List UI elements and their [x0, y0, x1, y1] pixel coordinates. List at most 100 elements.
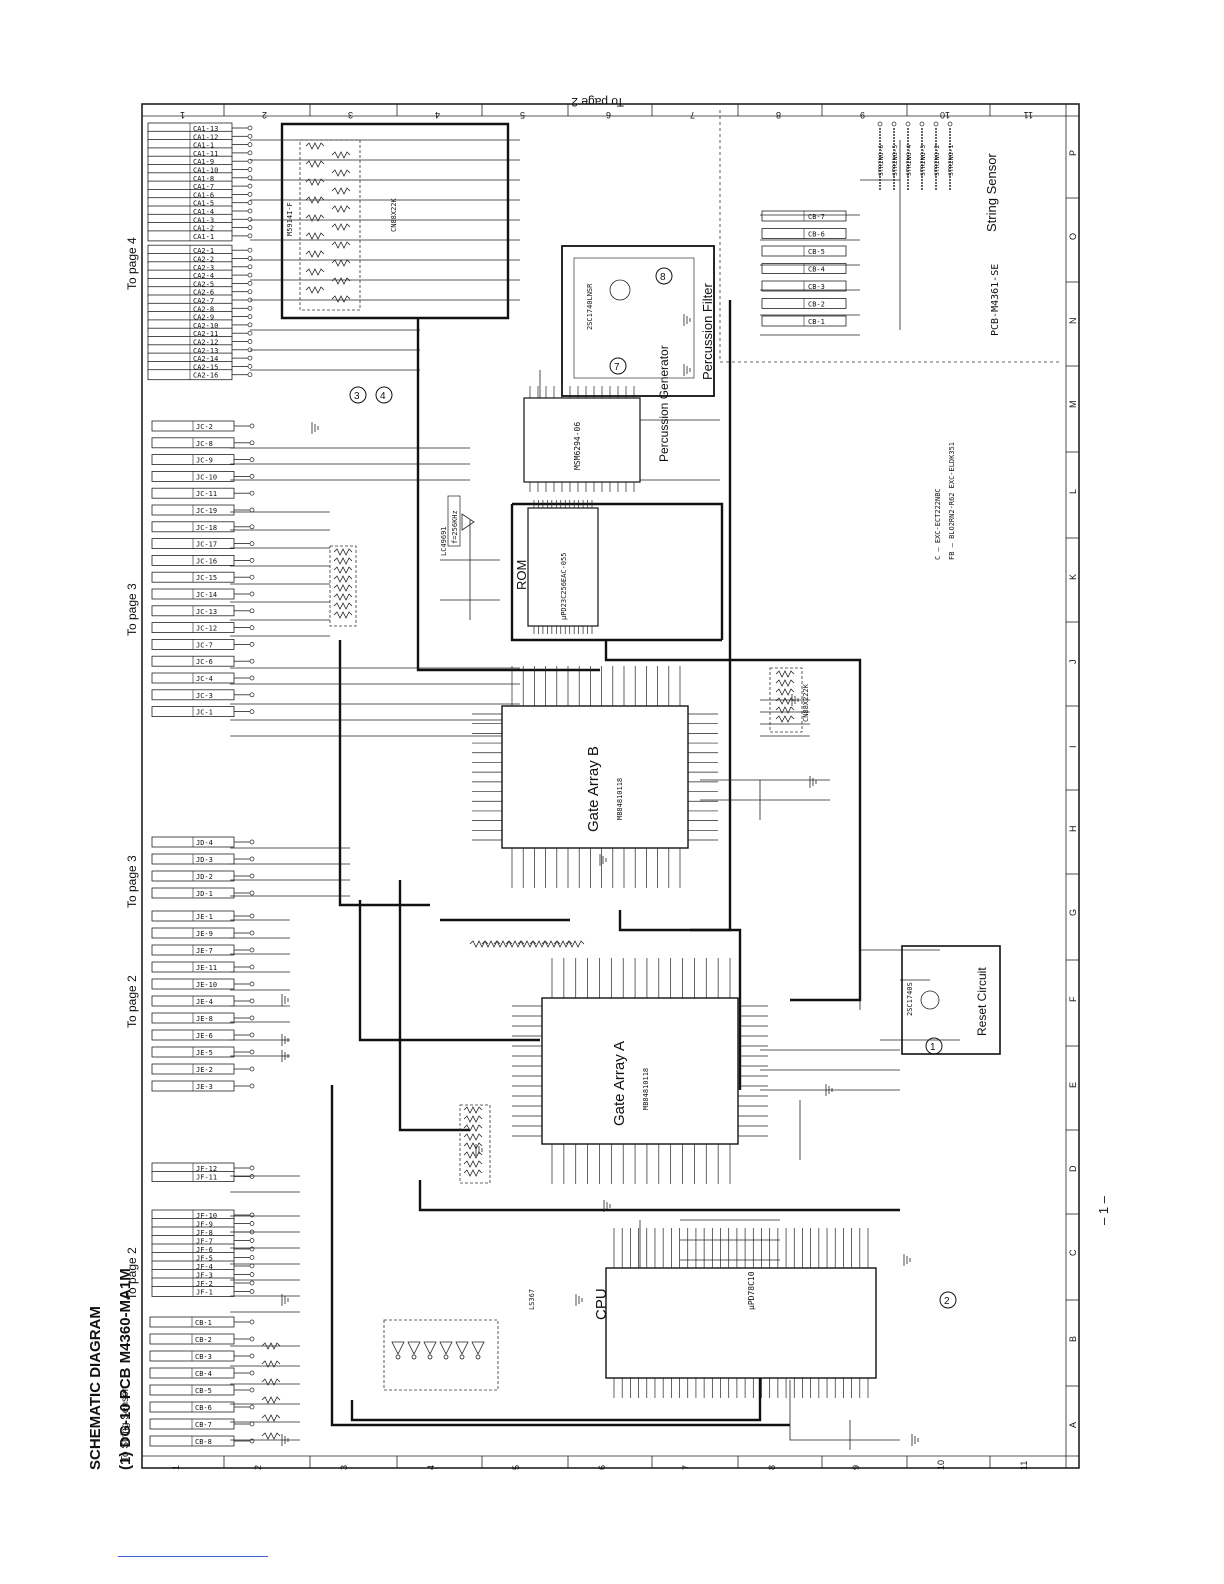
side-ruler-label: L: [1068, 489, 1078, 494]
side-ruler-label: J: [1068, 660, 1078, 665]
side-ruler-label: C: [1068, 1249, 1078, 1256]
top-ruler-label: 10: [940, 110, 950, 120]
connector-pin-label: CA2-8: [193, 305, 214, 313]
resistor-symbol: [261, 1342, 281, 1350]
connector-terminal: [247, 233, 253, 239]
inverter-bubble: [459, 1354, 465, 1360]
resistor-symbol: [775, 706, 795, 714]
resistor-symbol: [305, 214, 325, 222]
connector-terminal: [249, 1015, 255, 1021]
connector-pin-label: JE-2: [196, 1066, 213, 1074]
top-ruler-label: 5: [520, 110, 525, 120]
connector-pin-label: JE-5: [196, 1049, 213, 1057]
gate-array-b-chip: [501, 705, 689, 849]
connector-pin-label: CB-2: [195, 1336, 212, 1344]
rom-ic: [527, 507, 599, 627]
side-ruler-label: E: [1068, 1082, 1078, 1088]
connector-terminal: [249, 1238, 255, 1243]
connector-terminal: [249, 1336, 255, 1342]
connector-pin-label: CA2-7: [193, 297, 214, 305]
connector-terminal: [249, 1272, 255, 1277]
connector-pin-label: JE-8: [196, 1015, 213, 1023]
connector-pin-label: JE-1: [196, 913, 213, 921]
connector-pin-label: CB-8: [195, 1438, 212, 1446]
connector-pin-label: CB-5: [195, 1387, 212, 1395]
connector-pin-label: JF-9: [196, 1221, 213, 1229]
right-connector-label: CB-6: [808, 231, 825, 239]
connector-terminal: [249, 1370, 255, 1376]
top-ruler-label: 9: [860, 110, 865, 120]
connector-terminal: [247, 322, 253, 328]
resistor-symbol: [565, 940, 585, 948]
to-page-2-label-b: To page 2: [125, 1247, 139, 1300]
connector-terminal: [247, 125, 253, 131]
connector-pin-label: CA1-13: [193, 125, 218, 133]
right-connector-label: CB-7: [808, 213, 825, 221]
string-pin-label: STRING-3: [919, 145, 927, 176]
string-pin-terminal: [877, 121, 883, 127]
connector-terminal: [249, 964, 255, 970]
gate-array-b-label: Gate Array B: [585, 746, 602, 832]
connector-pin-label: CA1-2: [193, 225, 214, 233]
reset-transistor-symbol: [920, 990, 940, 1010]
connector-terminal: [249, 839, 255, 845]
cn-array-2-label: CN88X222K: [802, 683, 810, 722]
connector-terminal: [247, 372, 253, 378]
connector-terminal: [247, 314, 253, 319]
connector-terminal: [249, 692, 255, 698]
connector-pin-label: JF-10: [196, 1212, 217, 1220]
connector-pin-label: JC-9: [196, 457, 213, 465]
right-connector-label: CB-1: [808, 318, 825, 326]
connector-pin-label: JC-10: [196, 473, 217, 481]
connector-terminal: [249, 625, 255, 630]
bottom-ruler-label: 6: [597, 1465, 607, 1470]
gate-array-a-label: Gate Array A: [611, 1041, 628, 1126]
connector-pin-label: CB-7: [195, 1421, 212, 1429]
connector-terminal: [247, 272, 253, 278]
connector-pin-label: CA2-5: [193, 280, 214, 288]
percussion-filter-box: [561, 245, 715, 397]
marker-2: 2: [944, 1296, 950, 1307]
bottom-ruler-label: 7: [681, 1465, 691, 1470]
side-ruler-label: K: [1068, 574, 1078, 580]
string-pin-label: STRING-1: [947, 145, 955, 176]
side-ruler-label: P: [1068, 150, 1078, 156]
marker-1: 1: [930, 1042, 936, 1053]
resistor-symbol: [331, 241, 351, 249]
resistor-symbol: [333, 566, 353, 574]
connector-terminal: [249, 608, 255, 614]
bottom-ruler-label: 10: [936, 1460, 946, 1470]
connector-terminal: [247, 192, 253, 197]
connector-terminal: [249, 524, 255, 530]
string-pin-terminal: [947, 121, 953, 127]
inverter-gate: [471, 1341, 485, 1355]
connector-terminal: [249, 1066, 255, 1072]
marker-4: 4: [380, 391, 386, 402]
connector-pin-label: CA1-1: [193, 142, 214, 150]
connector-pin-label: CA2-10: [193, 322, 218, 330]
connector-pin-label: CA1-1: [193, 233, 214, 241]
string-pin-label: STRING-4: [905, 145, 913, 176]
connector-terminal: [247, 364, 253, 369]
connector-pin-label: JC-15: [196, 574, 217, 582]
filter-transistor-label: 2SC1740LNSR: [586, 283, 594, 330]
percussion-ic-pins: [529, 386, 635, 492]
string-pin-terminal: [905, 121, 911, 127]
connector-pin-label: JD-3: [196, 856, 213, 864]
inverter-bubble: [475, 1354, 481, 1360]
document-heading: SCHEMATIC DIAGRAM: [87, 1306, 104, 1470]
resistor-symbol: [305, 268, 325, 276]
resistor-array-block-4: [459, 1104, 491, 1184]
connector-pin-label: JC-19: [196, 507, 217, 515]
connector-pin-label: JF-1: [196, 1289, 213, 1297]
connector-terminal: [249, 507, 255, 513]
ca-connector-column: CA1-13CA1-12CA1-1CA1-11CA1-9CA1-10CA1-8C…: [147, 122, 253, 381]
connector-terminal: [249, 1421, 255, 1427]
page-number: – 1 –: [1096, 1195, 1111, 1225]
resistor-array-label: M5914I-F: [286, 202, 294, 236]
connector-pin-label: JC-7: [196, 641, 213, 649]
connector-terminal: [247, 183, 253, 189]
top-ruler-label: 4: [435, 110, 440, 120]
connector-terminal: [247, 355, 253, 361]
